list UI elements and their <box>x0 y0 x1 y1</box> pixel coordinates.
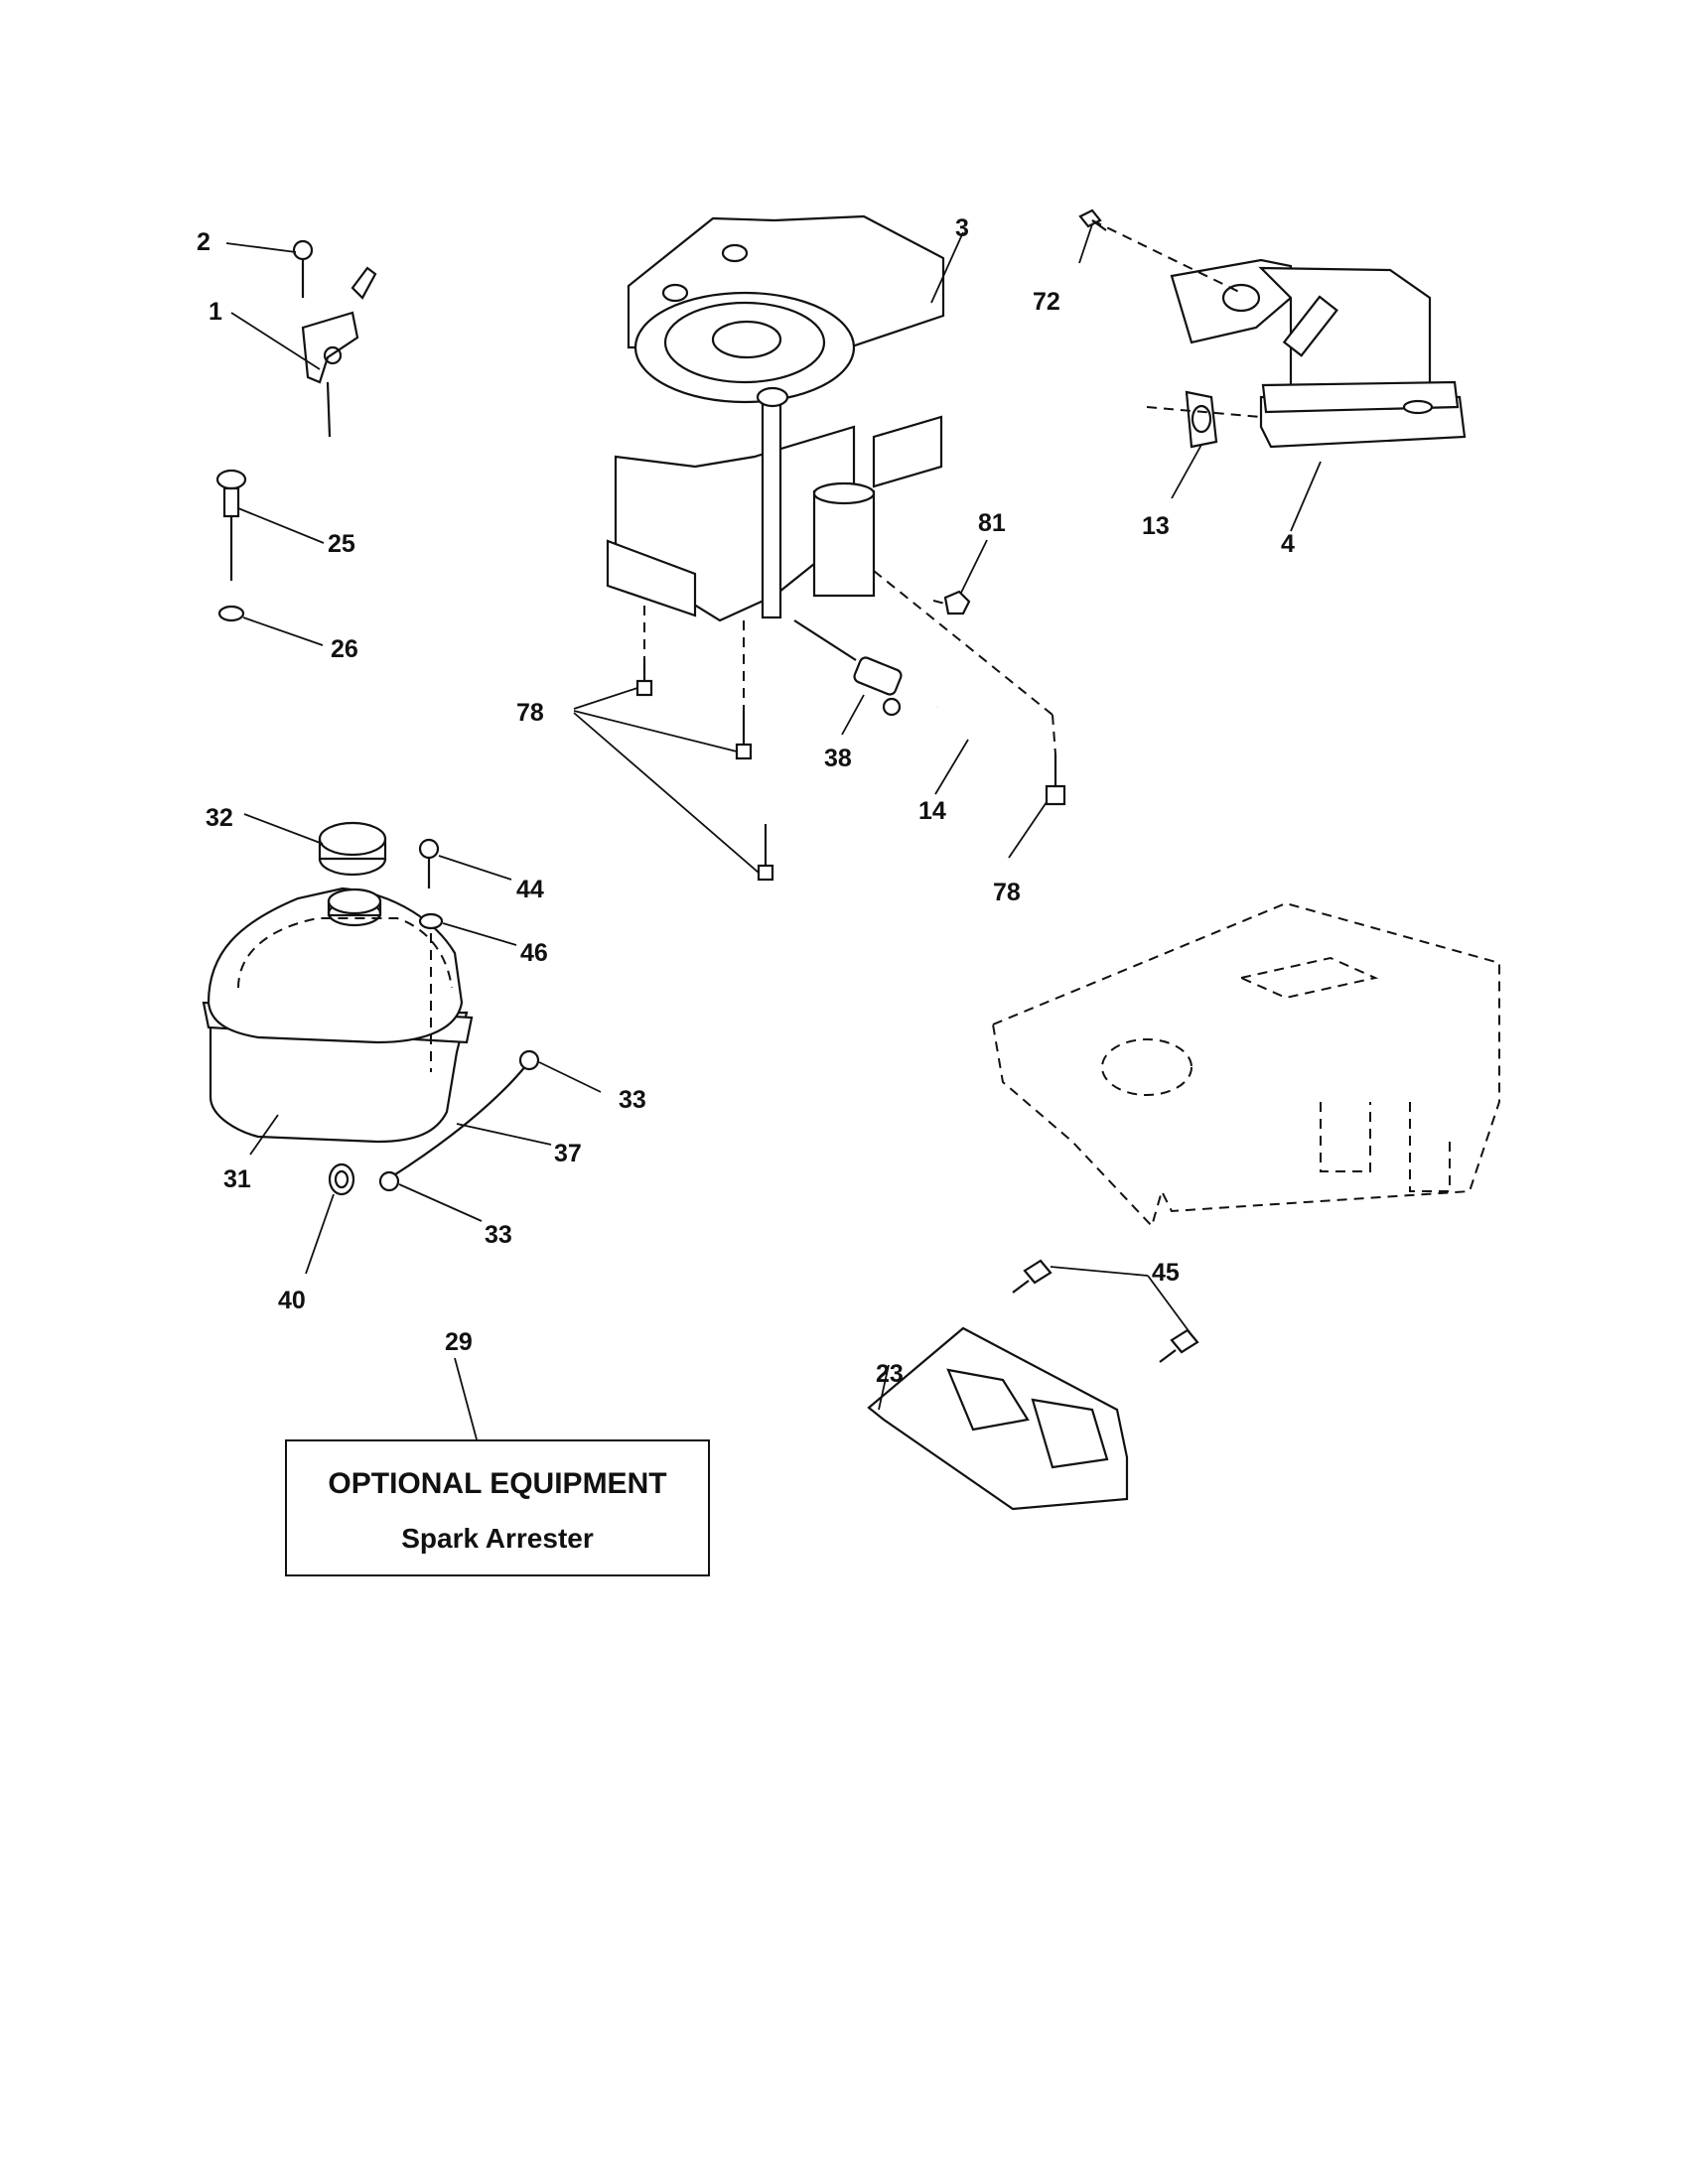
nut-81-part <box>943 590 971 615</box>
label-31: 31 <box>223 1165 251 1193</box>
muffler-part <box>1170 258 1467 449</box>
spark-arrester-label: Spark Arrester <box>401 1523 594 1554</box>
fuel-tank-part <box>202 887 474 1144</box>
fuel-line-inner <box>934 703 996 835</box>
screw-44-part <box>418 838 440 888</box>
label-23: 23 <box>876 1360 904 1388</box>
optional-equipment-title: OPTIONAL EQUIPMENT <box>328 1467 667 1500</box>
label-25: 25 <box>328 530 355 558</box>
label-2: 2 <box>197 228 210 256</box>
label-33-a: 33 <box>619 1086 646 1114</box>
label-4: 4 <box>1281 530 1295 558</box>
label-37: 37 <box>554 1140 582 1167</box>
optional-equipment-box: OPTIONAL EQUIPMENT Spark Arrester <box>285 1439 710 1576</box>
label-46: 46 <box>520 939 548 967</box>
tank-fuel-line-part <box>391 1064 527 1177</box>
label-32: 32 <box>206 804 233 832</box>
label-33-b: 33 <box>485 1221 512 1249</box>
label-40: 40 <box>278 1287 306 1314</box>
grommet-40-part <box>328 1162 355 1196</box>
label-13: 13 <box>1142 512 1170 540</box>
label-78-a: 78 <box>516 699 544 727</box>
screw-part <box>292 239 314 298</box>
bolt-45-part <box>1012 1259 1199 1363</box>
clamp-part-lower <box>378 1170 400 1192</box>
label-78-b: 78 <box>993 879 1021 906</box>
throttle-control-part <box>301 266 377 438</box>
fuel-filter-part <box>793 619 903 717</box>
label-81: 81 <box>978 509 1006 537</box>
label-1: 1 <box>209 298 222 326</box>
gasket-part <box>1185 390 1218 449</box>
label-3: 3 <box>955 214 969 242</box>
label-45: 45 <box>1152 1259 1180 1287</box>
bolt-78-part <box>635 659 1066 882</box>
label-29: 29 <box>445 1328 473 1356</box>
label-38: 38 <box>824 745 852 772</box>
washer-part <box>418 912 444 930</box>
chassis-plate <box>991 901 1500 1228</box>
dipstick-part <box>215 469 247 581</box>
engine-part <box>606 214 945 622</box>
label-72: 72 <box>1033 288 1060 316</box>
fuel-cap-part <box>318 821 387 877</box>
label-26: 26 <box>331 635 358 663</box>
heat-shield-part <box>867 1326 1129 1511</box>
clamp-part <box>518 1049 540 1071</box>
label-44: 44 <box>516 876 544 903</box>
grommet-part <box>217 605 245 622</box>
label-14: 14 <box>918 797 946 825</box>
